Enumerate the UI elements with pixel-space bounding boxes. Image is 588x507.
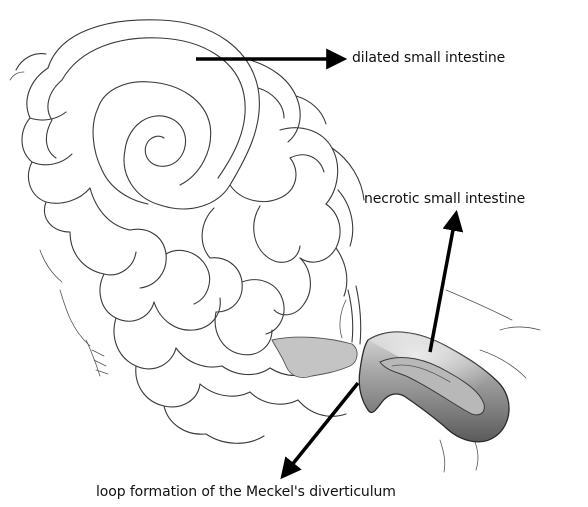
label-dilated-small-intestine: dilated small intestine	[352, 50, 505, 66]
dilated-intestine-drawing	[10, 20, 326, 232]
label-loop-formation: loop formation of the Meckel's diverticu…	[96, 484, 396, 500]
arrow-loop	[283, 383, 358, 476]
arrow-necrotic	[430, 214, 456, 352]
meckels-diverticulum-drawing	[272, 286, 509, 442]
label-necrotic-small-intestine: necrotic small intestine	[364, 191, 525, 207]
arrows	[196, 59, 456, 476]
